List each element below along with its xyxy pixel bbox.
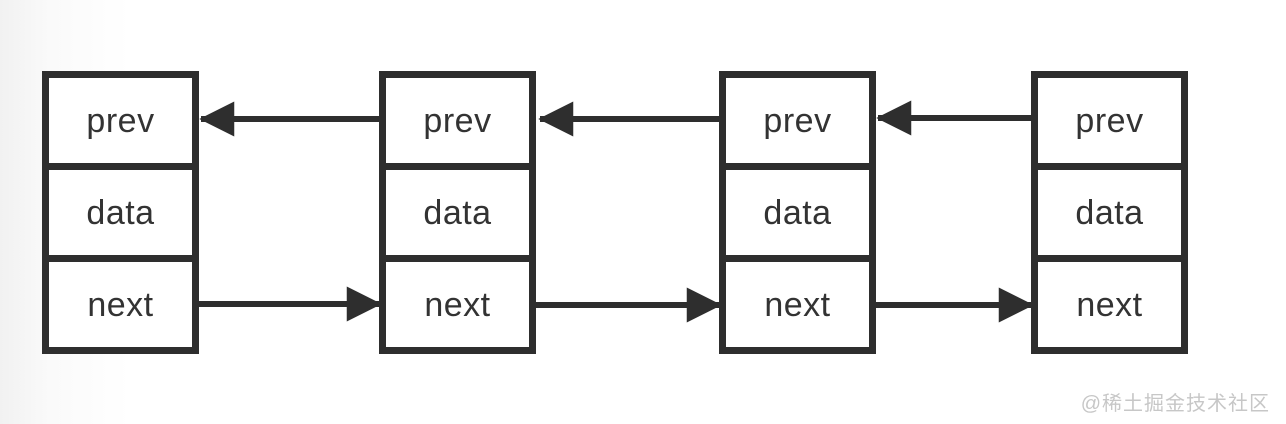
node-3-prev-cell: prev <box>726 78 869 163</box>
node-1-next-label: next <box>87 285 154 324</box>
node-2-next-label: next <box>424 285 491 324</box>
node-2-next-cell: next <box>386 255 529 347</box>
list-node-3: prev data next <box>719 71 876 354</box>
node-4-data-label: data <box>1075 193 1144 232</box>
node-4-prev-label: prev <box>1075 101 1144 140</box>
node-1-prev-label: prev <box>86 101 155 140</box>
node-3-next-cell: next <box>726 255 869 347</box>
node-2-data-cell: data <box>386 163 529 255</box>
node-3-prev-label: prev <box>763 101 832 140</box>
list-node-4: prev data next <box>1031 71 1188 354</box>
list-node-2: prev data next <box>379 71 536 354</box>
node-4-next-cell: next <box>1038 255 1181 347</box>
node-4-next-label: next <box>1076 285 1143 324</box>
node-2-data-label: data <box>423 193 492 232</box>
node-3-next-label: next <box>764 285 831 324</box>
node-2-prev-label: prev <box>423 101 492 140</box>
node-1-prev-cell: prev <box>49 78 192 163</box>
node-3-data-label: data <box>763 193 832 232</box>
node-1-data-label: data <box>86 193 155 232</box>
node-2-prev-cell: prev <box>386 78 529 163</box>
node-1-data-cell: data <box>49 163 192 255</box>
list-node-1: prev data next <box>42 71 199 354</box>
node-3-data-cell: data <box>726 163 869 255</box>
node-4-data-cell: data <box>1038 163 1181 255</box>
node-4-prev-cell: prev <box>1038 78 1181 163</box>
node-1-next-cell: next <box>49 255 192 347</box>
watermark-text: @稀土掘金技术社区 <box>1080 393 1270 415</box>
